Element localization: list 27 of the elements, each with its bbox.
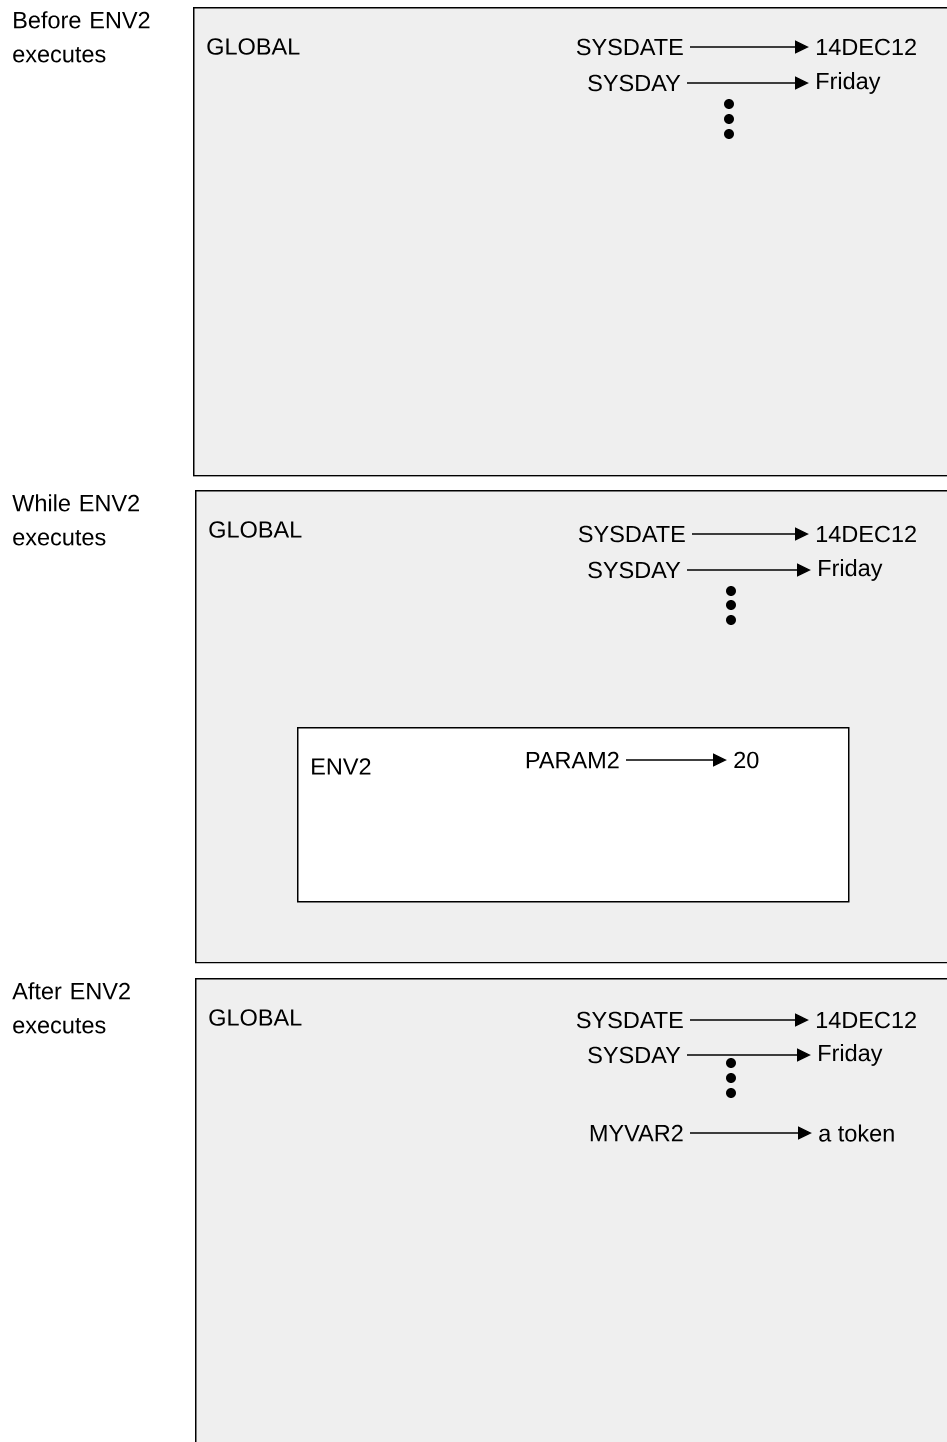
- variable-label: SYSDAY: [588, 561, 681, 579]
- panel-caption: While ENV2 executes: [12, 494, 139, 546]
- variable-label: Friday: [819, 559, 883, 581]
- variable-label: SYSDATE: [576, 1011, 683, 1029]
- arrow: [686, 76, 809, 90]
- variable-label: SYSDATE: [578, 525, 685, 543]
- arrow: [686, 563, 811, 577]
- variable-label: 20: [734, 751, 759, 769]
- variable-label: Friday: [819, 1044, 883, 1066]
- variable-label: Friday: [817, 72, 881, 94]
- variable-label: a token: [819, 1124, 894, 1142]
- variable-label: SYSDATE: [576, 38, 683, 56]
- variable-label: 14DEC12: [817, 38, 916, 56]
- variable-label: PARAM2: [526, 751, 619, 769]
- variable-label: SYSDAY: [588, 74, 681, 92]
- variable-label: 14DEC12: [817, 1011, 916, 1029]
- arrow: [689, 1126, 812, 1140]
- panel-caption: Before ENV2 executes: [13, 11, 150, 63]
- arrow: [686, 1048, 811, 1062]
- variable-label: MYVAR2: [590, 1124, 683, 1142]
- arrow: [689, 40, 809, 54]
- variable-label: SYSDAY: [588, 1046, 681, 1064]
- panel-caption: After ENV2 executes: [12, 982, 130, 1034]
- variable-label: 14DEC12: [817, 525, 916, 543]
- arrow: [689, 1013, 809, 1027]
- arrow: [691, 527, 809, 541]
- arrow: [625, 753, 727, 767]
